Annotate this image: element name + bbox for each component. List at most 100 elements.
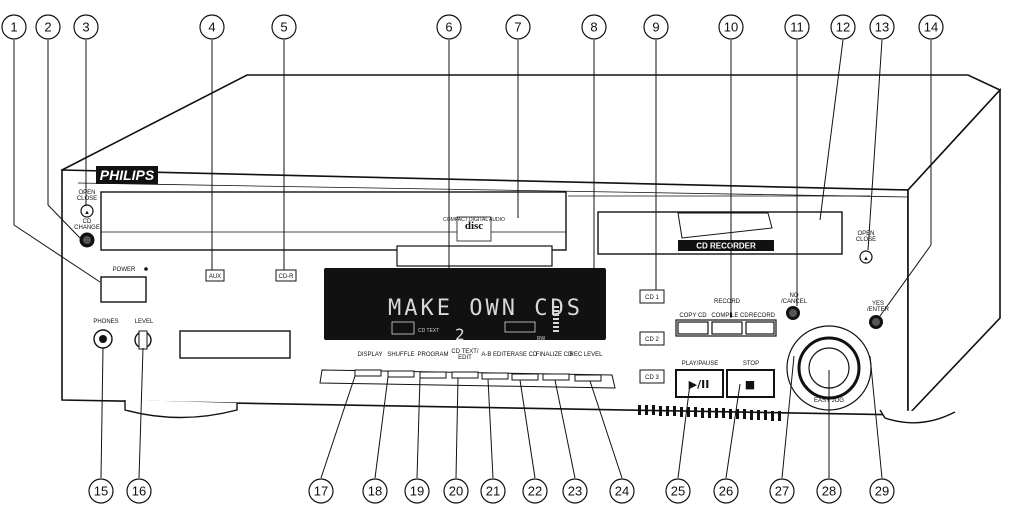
callout-lines — [13, 39, 932, 479]
phones-jack-hole — [99, 335, 107, 343]
callout-22: 22 — [522, 478, 548, 504]
svg-text:26: 26 — [719, 484, 733, 499]
svg-text:8: 8 — [590, 20, 597, 35]
shuffle-label: SHUFFLE — [387, 352, 414, 358]
svg-text:19: 19 — [410, 484, 424, 499]
right-foot — [879, 409, 956, 424]
svg-text:29: 29 — [875, 484, 889, 499]
open-close-left-button[interactable]: ▲ — [80, 204, 94, 218]
compile-cd-button[interactable] — [711, 321, 743, 335]
callout-18: 18 — [362, 478, 388, 504]
callout-6: 6 — [436, 14, 462, 40]
callout-21: 21 — [480, 478, 506, 504]
svg-text:20: 20 — [449, 484, 463, 499]
svg-text:12: 12 — [836, 20, 850, 35]
level-knob[interactable] — [134, 330, 152, 350]
eject-icon: ▲ — [863, 256, 869, 262]
open-close-right-button[interactable]: ▲ — [859, 250, 873, 264]
rw-label: RW — [537, 336, 546, 342]
program-button[interactable] — [419, 371, 447, 379]
callout-17: 17 — [308, 478, 334, 504]
yes-enter-button-inner — [872, 318, 880, 326]
callout-16: 16 — [126, 478, 152, 504]
rw-indicator — [504, 321, 536, 333]
callout-11: 11 — [784, 14, 810, 40]
aux-label: AUX — [209, 274, 221, 280]
cd-recorder-label: CD RECORDER — [696, 242, 756, 251]
display-label: DISPLAY — [358, 352, 383, 358]
power-button[interactable] — [100, 276, 147, 303]
svg-text:27: 27 — [775, 484, 789, 499]
play-pause-button[interactable] — [675, 369, 724, 398]
erase-cd-button[interactable] — [511, 373, 539, 381]
cdr-button[interactable] — [275, 269, 297, 282]
svg-text:28: 28 — [822, 484, 836, 499]
play-pause-label: PLAY/PAUSE — [682, 361, 718, 367]
svg-text:18: 18 — [368, 484, 382, 499]
svg-text:2: 2 — [44, 20, 51, 35]
finalize-cd-label: FINALIZE CD — [536, 352, 573, 358]
svg-text:15: 15 — [94, 484, 108, 499]
copy-cd-button[interactable] — [677, 321, 709, 335]
rec-level-button[interactable] — [574, 374, 602, 382]
compact-disc-logo: disc COMPACT DIGITAL AUDIO — [443, 216, 505, 242]
cd3-button[interactable] — [639, 369, 665, 384]
svg-text:4: 4 — [208, 20, 215, 35]
callout-24: 24 — [609, 478, 635, 504]
svg-text:23: 23 — [568, 484, 582, 499]
callout-4: 4 — [199, 14, 225, 40]
callout-markers: 1 2 3 4 5 6 7 8 9 10 11 12 13 14 15 16 1… — [1, 14, 944, 504]
ab-edit-label: A-B EDIT — [481, 352, 507, 358]
callout-2: 2 — [35, 14, 61, 40]
callout-3: 3 — [73, 14, 99, 40]
compact-disc-label: COMPACT DIGITAL AUDIO — [443, 217, 505, 223]
record-header-label: RECORD — [714, 299, 741, 305]
svg-text:1: 1 — [10, 20, 17, 35]
cd-change-button-inner — [83, 236, 91, 244]
easy-jog-dial[interactable] — [786, 325, 872, 411]
power-indicator — [144, 267, 148, 271]
callout-14: 14 — [918, 14, 944, 40]
callout-26: 26 — [713, 478, 739, 504]
svg-text:22: 22 — [528, 484, 542, 499]
record-label: RECORD — [749, 313, 776, 319]
callout-5: 5 — [271, 14, 297, 40]
no-cancel-button-inner — [789, 309, 797, 317]
record-button[interactable] — [745, 321, 775, 335]
rec-level-label: REC LEVEL — [569, 352, 603, 358]
callout-25: 25 — [665, 478, 691, 504]
cd3-label: CD 3 — [645, 375, 659, 381]
callout-13: 13 — [869, 14, 895, 40]
compile-cd-label: COMPILE CD — [711, 313, 749, 319]
cdr-label: CD-R — [279, 274, 295, 280]
left-foot — [124, 400, 238, 419]
lcd-message: MAKE OWN CDS — [388, 296, 583, 321]
front-panel-window — [179, 330, 291, 359]
aux-button[interactable] — [205, 269, 225, 282]
cd2-button[interactable] — [639, 331, 665, 346]
yes-enter-label: YES/ENTER — [867, 301, 890, 313]
callout-8: 8 — [581, 14, 607, 40]
finalize-cd-button[interactable] — [542, 373, 570, 381]
svg-text:16: 16 — [132, 484, 146, 499]
stop-icon: ■ — [745, 378, 755, 391]
stop-button[interactable] — [726, 369, 775, 398]
svg-text:5: 5 — [280, 20, 287, 35]
cd-text-indicator — [391, 321, 415, 335]
cd1-button[interactable] — [639, 289, 665, 304]
svg-text:24: 24 — [615, 484, 629, 499]
no-cancel-label: NO/CANCEL — [781, 293, 808, 305]
display-button[interactable] — [354, 369, 382, 377]
cd-text-edit-button[interactable] — [451, 371, 479, 379]
svg-text:9: 9 — [652, 20, 659, 35]
svg-text:25: 25 — [671, 484, 685, 499]
cd2-label: CD 2 — [645, 337, 659, 343]
stop-label: STOP — [743, 361, 759, 367]
ab-edit-button[interactable] — [481, 372, 509, 380]
disc-logo-text: disc — [465, 220, 483, 232]
svg-text:10: 10 — [724, 20, 738, 35]
shuffle-button[interactable] — [387, 370, 415, 378]
play-pause-icon: ▶/II — [689, 378, 710, 391]
program-label: PROGRAM — [417, 352, 448, 358]
